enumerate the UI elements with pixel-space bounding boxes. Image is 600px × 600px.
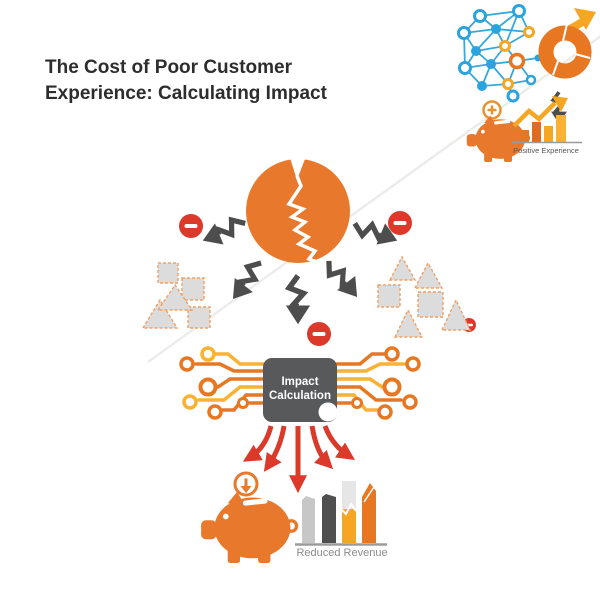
red-arrow	[242, 425, 274, 462]
zigzag-arrow-bottom-center	[286, 276, 310, 324]
circuit-traces-right	[335, 346, 421, 420]
dashed-triangle	[388, 255, 417, 281]
zigzag-arrow-bottom-right	[320, 254, 366, 304]
positive-experience-label: Positive Experience	[513, 146, 579, 155]
reduced-revenue-label: Reduced Revenue	[296, 547, 388, 559]
zigzag-arrow-bottom-left	[224, 256, 270, 306]
chip-notch	[318, 402, 338, 422]
down-coin-icon	[233, 471, 259, 497]
red-outcome-arrows	[242, 425, 355, 494]
impact-chip	[263, 358, 338, 422]
crack-icon	[290, 158, 305, 180]
dashed-shape-cluster-left	[141, 262, 211, 329]
dashed-triangle	[141, 298, 179, 329]
network-graph-icon	[457, 4, 542, 103]
dashed-square	[377, 284, 401, 308]
dashed-triangle	[156, 283, 194, 311]
red-arrow	[322, 425, 355, 460]
chip-label-line-1: Impact	[281, 376, 319, 388]
minus-badge-left	[179, 214, 203, 238]
title-line-2: Experience: Calculating Impact	[45, 83, 327, 104]
minus-badge-bottom	[307, 322, 331, 346]
rising-bar-chart-icon	[512, 96, 582, 144]
dashed-triangle	[440, 298, 472, 331]
circuit-traces	[179, 346, 421, 420]
plus-coin-icon	[482, 100, 502, 120]
minus-badge-right	[388, 211, 412, 235]
dashed-triangle	[393, 308, 424, 338]
dashed-shape-cluster-right	[377, 255, 472, 338]
red-arrow	[263, 425, 287, 472]
donut-chart-icon	[538, 23, 592, 79]
dashed-triangle	[413, 261, 444, 289]
broken-customer-circle-icon	[246, 158, 350, 266]
dashed-square	[187, 306, 211, 329]
dashed-square	[157, 262, 179, 284]
circuit-traces-left	[179, 346, 265, 420]
impact-chip-label: Impact Calculation	[263, 358, 337, 420]
chip-label-line-2: Calculation	[269, 390, 331, 402]
title-line-1: The Cost of Poor Customer	[45, 57, 293, 78]
page-title: The Cost of Poor Customer Experience: Ca…	[45, 55, 365, 107]
declining-bar-chart-icon	[295, 481, 387, 546]
dashed-square	[181, 277, 205, 301]
red-arrow	[309, 425, 334, 470]
zigzag-arrow-left	[199, 213, 250, 251]
dashed-square	[417, 291, 444, 318]
piggy-bank-down-icon	[199, 490, 299, 565]
